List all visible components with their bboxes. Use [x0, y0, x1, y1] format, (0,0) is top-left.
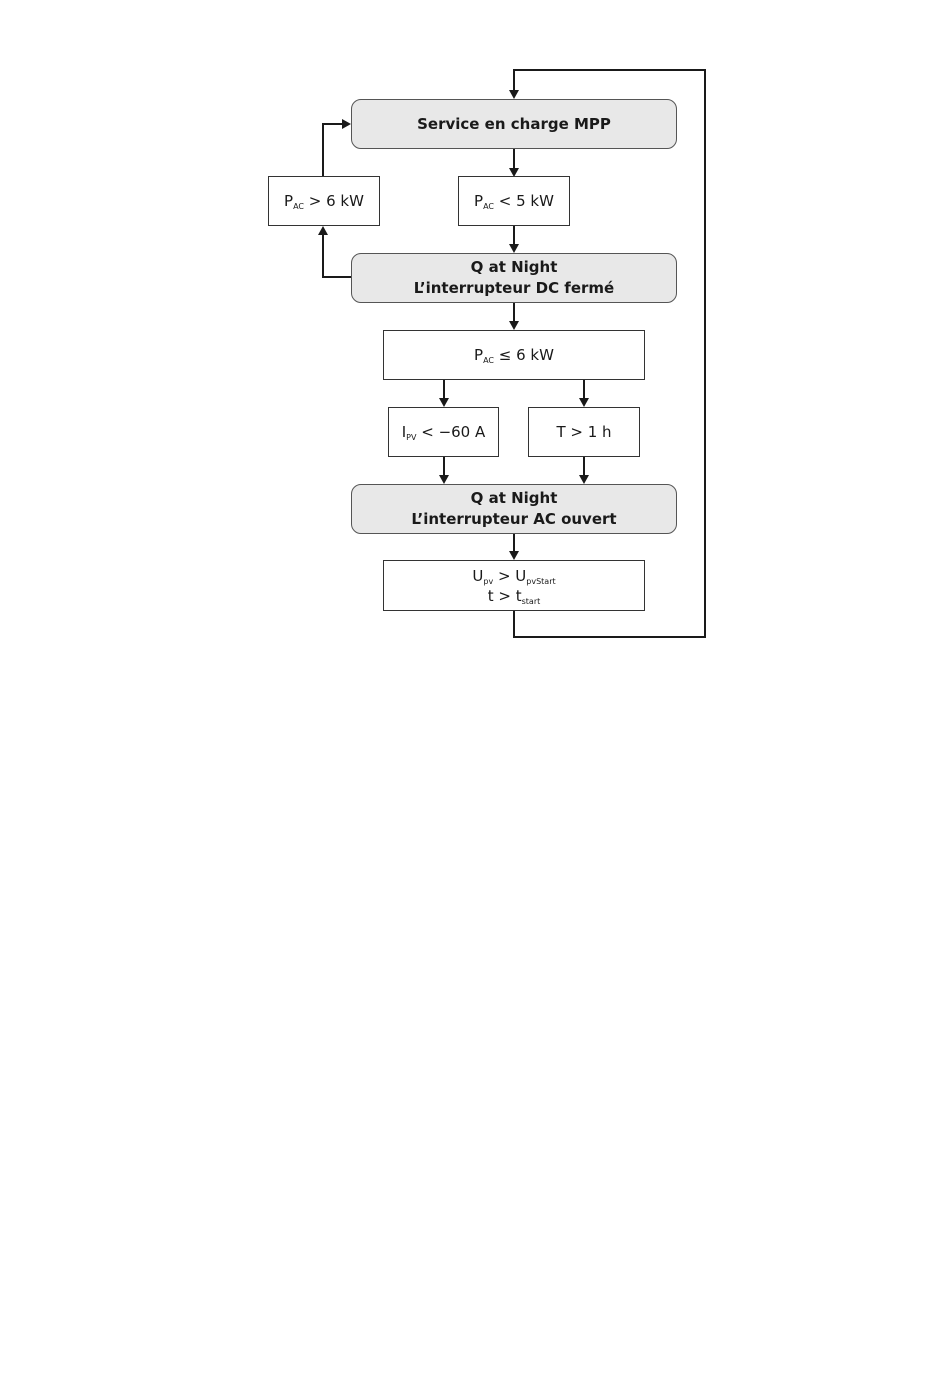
state-ac-open-line1: Q at Night — [471, 488, 558, 509]
condition-pac-gt-6-text: PAC > 6 kW — [284, 191, 364, 211]
arrowhead-upv — [509, 551, 519, 560]
arrowhead-pac-gt-6 — [318, 226, 328, 235]
condition-upv-line2: t > tstart — [488, 586, 541, 606]
arrowhead-pac-le-6 — [509, 321, 519, 330]
condition-t-1h: T > 1 h — [528, 407, 640, 457]
condition-pac-le-6-text: PAC ≤ 6 kW — [474, 345, 554, 365]
state-mpp-label: Service en charge MPP — [417, 114, 611, 135]
state-dc-closed-line1: Q at Night — [471, 257, 558, 278]
condition-pac-le-6: PAC ≤ 6 kW — [383, 330, 645, 380]
condition-pac-lt-5-text: PAC < 5 kW — [474, 191, 554, 211]
arrowhead-t — [579, 398, 589, 407]
state-mpp: Service en charge MPP — [351, 99, 677, 149]
arrowhead-ipv — [439, 398, 449, 407]
condition-pac-lt-5: PAC < 5 kW — [458, 176, 570, 226]
state-dc-closed-line2: L’interrupteur DC fermé — [414, 278, 614, 299]
arrowhead-ac-left — [439, 475, 449, 484]
flowchart: Service en charge MPP PAC > 6 kW PAC < 5… — [0, 0, 950, 700]
condition-ipv: IPV < −60 A — [388, 407, 499, 457]
state-ac-open: Q at Night L’interrupteur AC ouvert — [351, 484, 677, 534]
arrow-dc-to-pac-gt-6 — [323, 234, 351, 277]
arrowhead-ac-right — [579, 475, 589, 484]
condition-upv-line1: Upv > UpvStart — [472, 566, 555, 586]
arrowhead-mpp-top — [509, 90, 519, 99]
state-ac-open-line2: L’interrupteur AC ouvert — [411, 509, 616, 530]
state-dc-closed: Q at Night L’interrupteur DC fermé — [351, 253, 677, 303]
condition-t-1h-text: T > 1 h — [556, 422, 611, 442]
condition-upv-start: Upv > UpvStart t > tstart — [383, 560, 645, 611]
condition-ipv-text: IPV < −60 A — [402, 422, 486, 442]
arrow-pac-gt-6-to-mpp — [323, 124, 343, 176]
condition-pac-gt-6: PAC > 6 kW — [268, 176, 380, 226]
arrowhead-mpp-left — [342, 119, 351, 129]
arrowhead-dc-state — [509, 244, 519, 253]
